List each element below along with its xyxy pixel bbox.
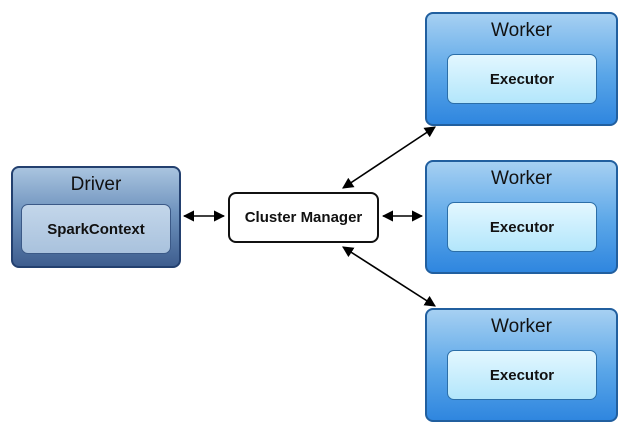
- executor-label: Executor: [489, 218, 555, 236]
- cluster-manager-node: Cluster Manager: [228, 192, 379, 243]
- worker-title: Worker: [491, 168, 552, 189]
- worker-title: Worker: [491, 316, 552, 337]
- arrow-cluster-worker-3: [342, 246, 436, 307]
- worker-node-2: Worker Executor: [425, 160, 618, 274]
- executor-label: Executor: [489, 70, 555, 88]
- cluster-manager-label: Cluster Manager: [244, 209, 363, 226]
- spark-context-box: SparkContext: [21, 204, 171, 254]
- executor-box: Executor: [447, 54, 597, 104]
- executor-box: Executor: [447, 350, 597, 400]
- worker-node-3: Worker Executor: [425, 308, 618, 422]
- worker-title: Worker: [491, 20, 552, 41]
- worker-node-1: Worker Executor: [425, 12, 618, 126]
- driver-node: Driver SparkContext: [11, 166, 181, 268]
- executor-label: Executor: [489, 366, 555, 384]
- driver-title: Driver: [70, 174, 122, 195]
- executor-box: Executor: [447, 202, 597, 252]
- spark-context-label: SparkContext: [47, 220, 145, 238]
- arrow-cluster-worker-1: [342, 126, 436, 189]
